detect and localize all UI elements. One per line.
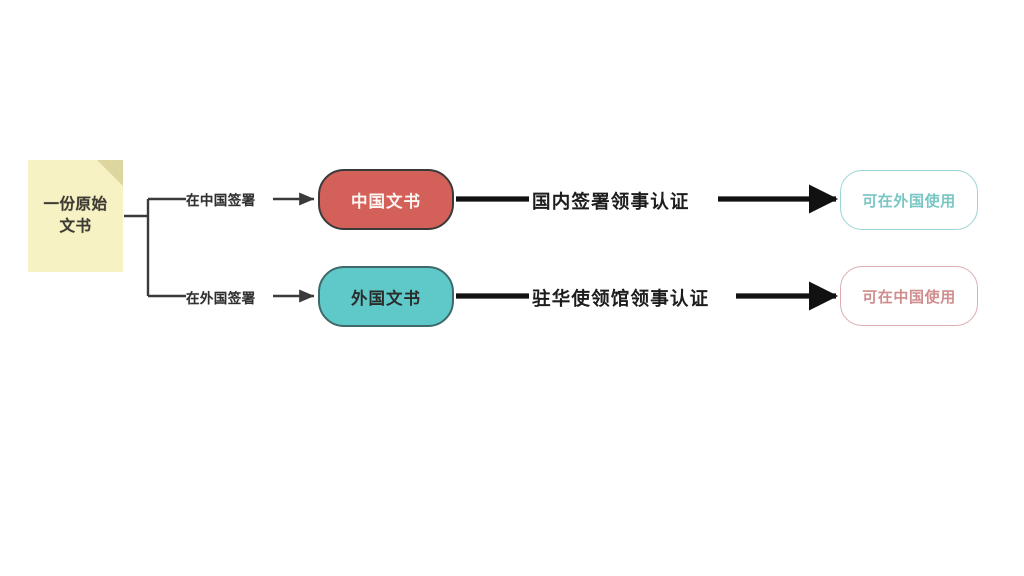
source-document-label: 一份原始文书 <box>43 196 108 235</box>
stage-node-chinese-document[interactable]: 中国文书 <box>318 169 454 230</box>
source-document-node[interactable]: 一份原始文书 <box>28 160 123 272</box>
process-label-embassy-legalization: 驻华使领馆领事认证 <box>529 285 713 311</box>
result-node-usable-abroad-label: 可在外国使用 <box>862 192 956 210</box>
result-node-usable-in-china[interactable]: 可在中国使用 <box>840 266 978 326</box>
process-label-domestic-legalization: 国内签署领事认证 <box>529 188 693 214</box>
result-node-usable-abroad[interactable]: 可在外国使用 <box>840 170 978 230</box>
result-node-usable-in-china-label: 可在中国使用 <box>862 288 956 306</box>
stage-node-foreign-document[interactable]: 外国文书 <box>318 266 454 327</box>
stage-node-chinese-document-label: 中国文书 <box>351 192 421 211</box>
stage-node-foreign-document-label: 外国文书 <box>351 289 421 308</box>
branch-label-signed-in-china: 在中国签署 <box>186 193 256 208</box>
page-fold-icon <box>97 160 123 186</box>
branch-label-signed-abroad: 在外国签署 <box>186 291 256 306</box>
